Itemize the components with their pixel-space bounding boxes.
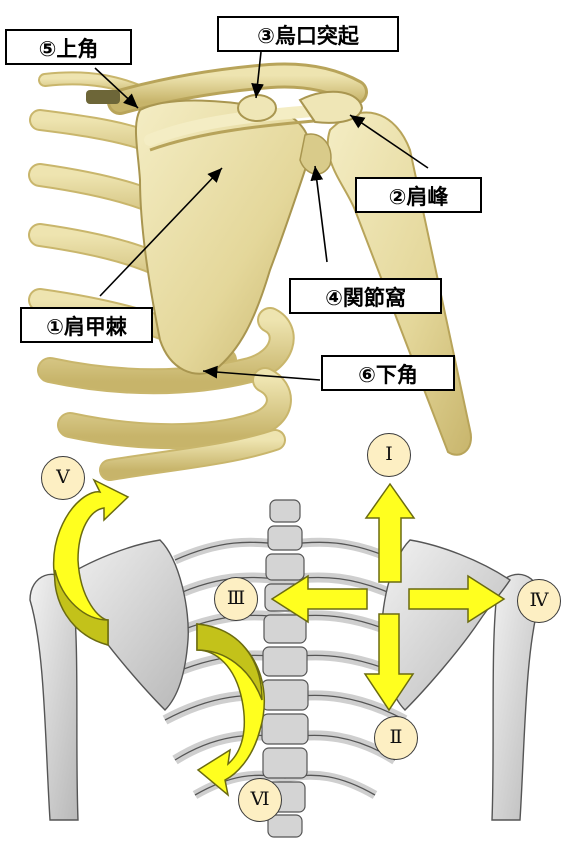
shoulder-illustration (40, 76, 471, 470)
badge-movement-right: Ⅳ (517, 579, 561, 623)
badge-movement-rotate-lower: Ⅵ (238, 778, 282, 822)
label-coracoid-process: ③烏口突起 (217, 16, 399, 52)
label-glenoid-cavity: ④関節窩 (289, 278, 442, 314)
badge-movement-rotate-upper: Ⅴ (41, 456, 85, 500)
back-skeleton-illustration (30, 500, 540, 837)
label-acromion: ②肩峰 (355, 177, 482, 213)
badge-movement-up: Ⅰ (367, 433, 411, 477)
badge-movement-down: Ⅱ (374, 716, 418, 760)
label-inferior-angle: ⑥下角 (321, 355, 455, 391)
badge-movement-left: Ⅲ (214, 577, 258, 621)
label-scapular-spine: ①肩甲棘 (20, 307, 153, 343)
label-superior-angle: ⑤上角 (5, 29, 132, 65)
